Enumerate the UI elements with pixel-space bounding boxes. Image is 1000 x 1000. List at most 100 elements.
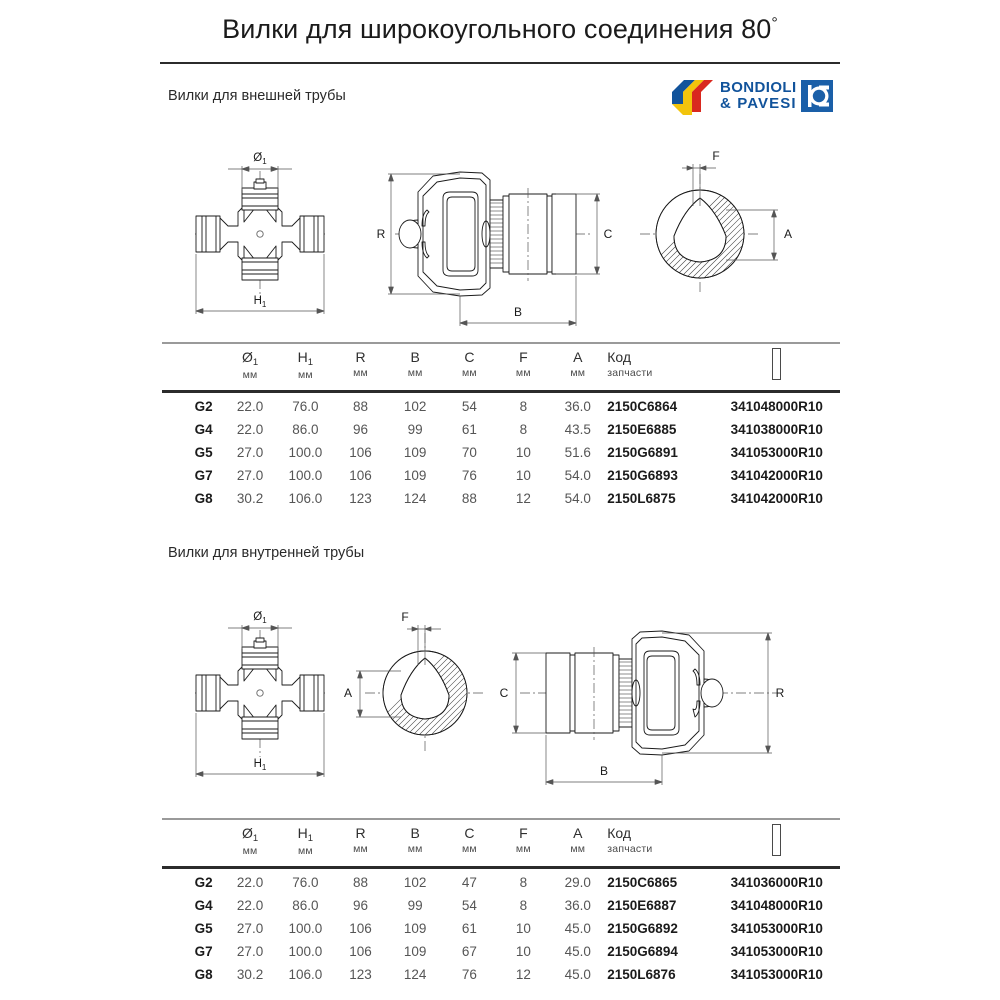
degree-symbol: ° <box>771 15 778 32</box>
cell-code: 2150G6893 <box>607 468 678 483</box>
cell-ref: 341036000R10 <box>730 875 823 890</box>
cell-code: 2150E6887 <box>607 898 677 913</box>
header-f: F мм <box>515 349 531 379</box>
table-header-rule <box>162 390 840 395</box>
brand-logo: BONDIOLI & PAVESI <box>668 74 844 118</box>
cell-ref: 341048000R10 <box>730 898 823 913</box>
cell-a: 45.0 <box>564 967 591 982</box>
table-row: G7 27.0 100.0 106 109 76 10 54.0 2150G68… <box>162 464 840 487</box>
header-c: C мм <box>462 349 477 379</box>
header-height1: H1 мм <box>297 349 314 381</box>
table-row: G7 27.0 100.0 106 109 67 10 45.0 2150G68… <box>162 940 840 963</box>
table-header-row: Ø1 мм H1 мм R мм B мм C мм <box>162 820 840 868</box>
cell-h1: 86.0 <box>292 898 319 913</box>
cell-ref: 341038000R10 <box>730 422 823 437</box>
table-row: G4 22.0 86.0 96 99 61 8 43.5 2150E6885 3… <box>162 418 840 441</box>
header-b: B мм <box>407 349 423 379</box>
cell-size: G2 <box>194 875 213 890</box>
drawing-yoke-side: R C <box>377 171 613 326</box>
header-a: A мм <box>570 349 586 379</box>
cell-b: 109 <box>403 944 427 959</box>
cell-size: G4 <box>194 898 213 913</box>
cell-h1: 100.0 <box>288 944 323 959</box>
dim-label-r: R <box>776 686 785 700</box>
cell-size: G8 <box>194 491 213 506</box>
dim-label-c: C <box>604 227 613 241</box>
cell-size: G5 <box>194 921 213 936</box>
cell-code: 2150L6875 <box>607 491 676 506</box>
header-f: F мм <box>515 825 531 855</box>
cell-c: 70 <box>461 445 477 460</box>
cell-c: 67 <box>461 944 477 959</box>
header-diameter1: Ø1 мм <box>241 349 259 381</box>
cell-r: 106 <box>349 921 372 936</box>
cell-b: 99 <box>407 898 423 913</box>
cell-r: 123 <box>349 491 372 506</box>
cell-r: 96 <box>353 898 369 913</box>
cell-h1: 76.0 <box>292 875 319 890</box>
cell-a: 43.5 <box>564 422 591 437</box>
cell-d1: 27.0 <box>236 468 264 483</box>
cell-d1: 22.0 <box>236 399 264 414</box>
cell-h1: 86.0 <box>292 422 319 437</box>
page-title-text: Вилки для широкоугольного соединения 80 <box>222 14 772 44</box>
drawing-svg-outer: Ø1 H1 <box>195 149 792 326</box>
header-c: C мм <box>462 825 477 855</box>
cell-f: 8 <box>519 875 528 890</box>
header-height1: H1 мм <box>297 825 314 857</box>
cell-code: 2150G6891 <box>607 445 678 460</box>
drawing-cross-joint: Ø1 H1 <box>195 611 325 777</box>
cell-d1: 27.0 <box>236 921 264 936</box>
table-header-rule <box>162 866 840 871</box>
cell-d1: 22.0 <box>236 875 264 890</box>
cell-r: 96 <box>353 422 369 437</box>
header-pin-reference <box>714 344 840 392</box>
cell-r: 106 <box>349 468 372 483</box>
cell-code: 2150E6885 <box>607 422 677 437</box>
cell-d1: 22.0 <box>236 898 264 913</box>
cell-a: 36.0 <box>564 399 591 414</box>
cell-c: 47 <box>461 875 477 890</box>
cell-h1: 100.0 <box>288 468 323 483</box>
drawing-yoke-side: C R <box>500 630 785 785</box>
header-b: B мм <box>407 825 423 855</box>
cell-size: G2 <box>194 399 213 414</box>
cell-b: 109 <box>403 445 427 460</box>
logo-wordmark: BONDIOLI & PAVESI <box>720 80 797 112</box>
cell-d1: 27.0 <box>236 445 264 460</box>
cell-f: 12 <box>515 491 531 506</box>
dim-label-f: F <box>401 610 408 624</box>
logo-badge-icon <box>801 80 833 112</box>
technical-drawings-inner: Ø1 H1 <box>160 585 850 800</box>
section-label-outer-tube: Вилки для внешней трубы <box>168 88 346 104</box>
cell-r: 88 <box>353 399 369 414</box>
cell-size: G8 <box>194 967 213 982</box>
cell-ref: 341053000R10 <box>730 944 823 959</box>
cell-h1: 106.0 <box>288 491 323 506</box>
table-header-row: Ø1 мм H1 мм R мм B мм C мм <box>162 344 840 392</box>
cell-d1: 30.2 <box>236 491 264 506</box>
cell-b: 109 <box>403 468 427 483</box>
dim-label-c: C <box>500 686 509 700</box>
cell-code: 2150L6876 <box>607 967 676 982</box>
header-pin-reference <box>714 820 840 868</box>
cell-b: 102 <box>403 399 427 414</box>
dim-label-b: B <box>600 764 608 778</box>
cell-b: 109 <box>403 921 427 936</box>
dim-label-a: A <box>344 686 352 700</box>
cell-a: 51.6 <box>564 445 591 460</box>
drawing-tube-profile: F A <box>640 149 792 294</box>
table-row: G2 22.0 76.0 88 102 54 8 36.0 2150C6864 … <box>162 395 840 418</box>
cell-a: 54.0 <box>564 468 591 483</box>
cell-size: G7 <box>194 468 213 483</box>
cell-b: 102 <box>403 875 427 890</box>
spec-table-outer-tube: Ø1 мм H1 мм R мм B мм C мм <box>162 342 840 510</box>
cell-r: 106 <box>349 944 372 959</box>
cell-code: 2150G6894 <box>607 944 678 959</box>
cell-r: 123 <box>349 967 372 982</box>
dim-label-a: A <box>784 227 792 241</box>
table-row: G8 30.2 106.0 123 124 76 12 45.0 2150L68… <box>162 963 840 986</box>
cell-f: 10 <box>515 921 531 936</box>
cell-ref: 341042000R10 <box>730 491 823 506</box>
